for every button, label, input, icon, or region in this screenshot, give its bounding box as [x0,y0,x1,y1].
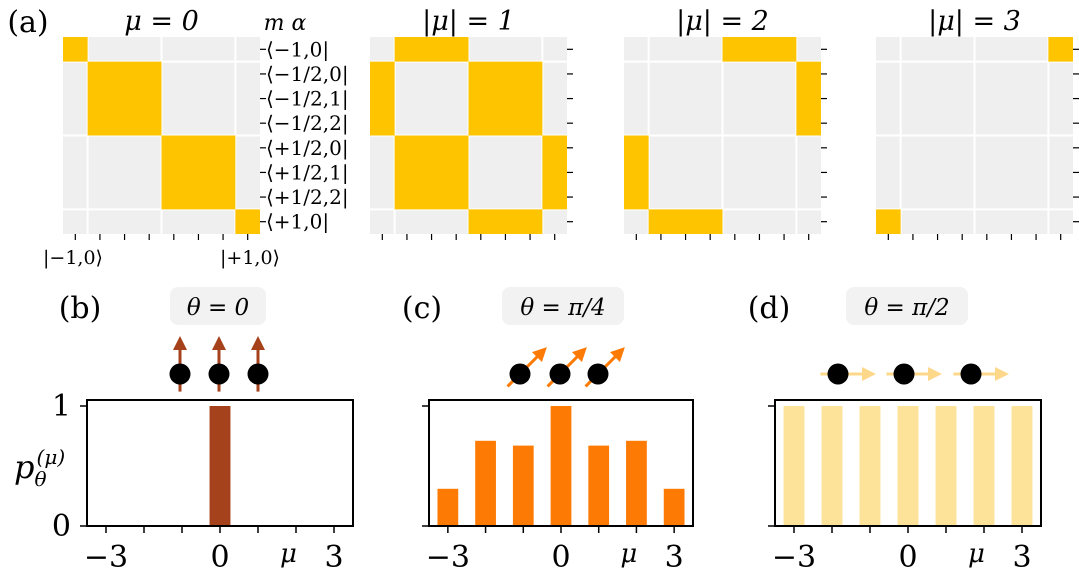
x-axis-label: μ [968,539,985,569]
y-tick-label: 1 [52,389,71,424]
y-axis-label: pθ(μ) [14,445,65,491]
theta-box [170,287,266,325]
x-tick-label: −3 [426,540,470,575]
x-tick-label: 3 [665,540,684,575]
spin-dot [827,363,849,385]
bar [783,406,805,526]
matrix-block [876,209,901,234]
bar [859,406,881,526]
spin-arrow-head [212,336,226,350]
bar [663,488,685,526]
spin-dot [247,363,269,385]
basis-state-label: ⟨+1,0| [266,210,329,235]
bar [897,406,919,526]
spin-dot [549,363,571,385]
bar [512,445,534,526]
basis-state-label: ⟨−1,0| [266,37,329,62]
panel-label: (b) [59,291,102,326]
panel-label: (d) [748,291,791,326]
matrix-block [542,135,567,210]
matrix-block [796,61,821,136]
bar [550,406,572,526]
spin-arrow-head [995,367,1009,381]
spin-arrow-head [928,367,942,381]
x-tick-label: 3 [324,540,343,575]
spin-dot [169,363,191,385]
basis-state-label: ⟨+1/2,1| [266,160,349,185]
x-tick-label: 0 [551,540,570,575]
bar [626,440,647,526]
bar [935,406,957,526]
matrix-title: μ = 0 [124,6,199,37]
bar [209,406,231,526]
spin-arrow-head [610,347,625,362]
y-tick-label: 0 [52,509,71,544]
spin-dot [587,363,609,385]
x-tick-label: −3 [84,540,128,575]
bar [475,440,496,526]
matrix-title: |μ| = 2 [676,6,769,37]
matrix-block [468,209,543,234]
basis-state-label: ⟨+1/2,0| [266,136,349,161]
theta-box [502,287,624,325]
bottom-basis-label: |+1,0⟩ [220,247,280,269]
matrix-block [63,37,88,62]
panel-label: (c) [402,291,442,326]
x-axis-label: μ [280,539,297,569]
column-header: m α [264,11,307,36]
matrix-block [394,37,469,62]
bottom-basis-label: |−1,0⟩ [43,247,103,269]
matrix-block [87,61,162,136]
basis-state-label: ⟨+1/2,2| [266,185,349,210]
bar [437,488,459,526]
matrix-block [1048,37,1073,62]
bar [588,445,610,526]
bar [821,406,843,526]
x-tick-label: 0 [210,540,229,575]
matrix-block [161,135,236,210]
x-tick-label: −3 [772,540,816,575]
spin-dot [208,363,230,385]
spin-dot [960,363,982,385]
panel-a-label: (a) [7,5,48,40]
spin-arrow-head [862,367,876,381]
spin-arrow-head [173,336,187,350]
matrix-block [370,61,395,136]
spin-arrow-head [251,336,265,350]
spin-dot [893,363,915,385]
bar [973,406,995,526]
matrix-block [394,135,469,210]
spin-arrow-head [572,347,587,362]
bar [1011,406,1033,526]
x-tick-label: 0 [898,540,917,575]
matrix-title: |μ| = 3 [928,6,1021,37]
matrix-block [624,135,649,210]
spin-dot [509,363,531,385]
theta-box [846,287,968,325]
basis-state-label: ⟨−1/2,2| [266,111,349,136]
basis-state-label: ⟨−1/2,1| [266,87,349,112]
theta-label: θ = 0 [187,295,249,321]
x-tick-label: 3 [1012,540,1031,575]
matrix-title: |μ| = 1 [422,6,515,37]
basis-state-label: ⟨−1/2,0| [266,62,349,87]
x-axis-label: μ [620,539,637,569]
theta-label: θ = π/2 [864,295,949,321]
theta-label: θ = π/4 [520,295,605,321]
matrix-block [648,209,723,234]
matrix-block [722,37,797,62]
matrix-block [468,61,543,136]
matrix-block [235,209,260,234]
spin-arrow-head [532,347,547,362]
